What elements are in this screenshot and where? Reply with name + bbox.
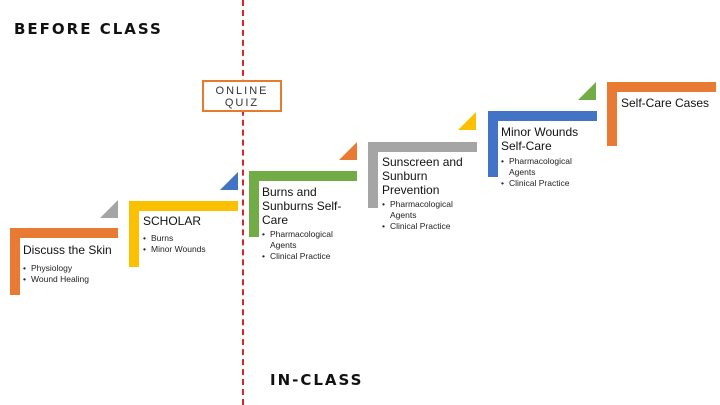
step-4-bullet: Clinical Practice (382, 221, 477, 232)
step-5-side-bar (488, 111, 498, 177)
step-3-bullets: Pharmacological Agents Clinical Practice (262, 229, 354, 262)
step-2-bullets: Burns Minor Wounds (143, 233, 238, 255)
step-6-top-bar (607, 82, 716, 92)
step-2-top-bar (129, 201, 238, 211)
step-1-side-bar (10, 228, 20, 295)
step-5-title: Minor Wounds Self-Care (501, 125, 579, 153)
step-3-title: Burns and Sunburns Self-Care (262, 185, 342, 227)
step-4-bullets: Pharmacological Agents Clinical Practice (382, 199, 477, 232)
step-5-bullets: Pharmacological Agents Clinical Practice (501, 156, 593, 189)
step-2-title: SCHOLAR (143, 214, 202, 228)
step-4-bullet: Pharmacological Agents (382, 199, 477, 221)
quiz-line-1: ONLINE (215, 85, 269, 97)
in-class-label: IN-CLASS (270, 371, 364, 389)
step-4-title: Sunscreen and Sunburn Prevention (382, 155, 463, 197)
before-class-label: BEFORE CLASS (14, 20, 163, 38)
step-1-bullets: Physiology Wound Healing (23, 263, 123, 285)
step-3-top-bar (249, 171, 357, 181)
step-5-arrow-tip (578, 82, 596, 100)
step-1-title: Discuss the Skin (23, 243, 112, 257)
step-6-side-bar (607, 82, 617, 146)
step-1-arrow-tip (100, 200, 118, 218)
step-1-top-bar (10, 228, 118, 238)
quiz-line-2: QUIZ (224, 97, 260, 109)
step-4-arrow-tip (458, 112, 476, 130)
step-4-top-bar (368, 142, 477, 152)
step-3-bullet: Pharmacological Agents (262, 229, 354, 251)
step-5-bullet: Clinical Practice (501, 178, 593, 189)
step-6-title: Self-Care Cases (621, 96, 710, 110)
step-1-bullet: Physiology (23, 263, 123, 274)
phase-divider (242, 0, 244, 405)
step-2-bullet: Minor Wounds (143, 244, 238, 255)
step-3-arrow-tip (339, 142, 357, 160)
step-5-top-bar (488, 111, 597, 121)
step-1-bullet: Wound Healing (23, 274, 123, 285)
step-3-side-bar (249, 171, 259, 237)
step-5-bullet: Pharmacological Agents (501, 156, 593, 178)
step-2-arrow-tip (220, 172, 238, 190)
step-4-side-bar (368, 142, 378, 208)
step-2-bullet: Burns (143, 233, 238, 244)
online-quiz-box: ONLINE QUIZ (202, 80, 282, 112)
step-3-bullet: Clinical Practice (262, 251, 354, 262)
step-2-side-bar (129, 201, 139, 267)
